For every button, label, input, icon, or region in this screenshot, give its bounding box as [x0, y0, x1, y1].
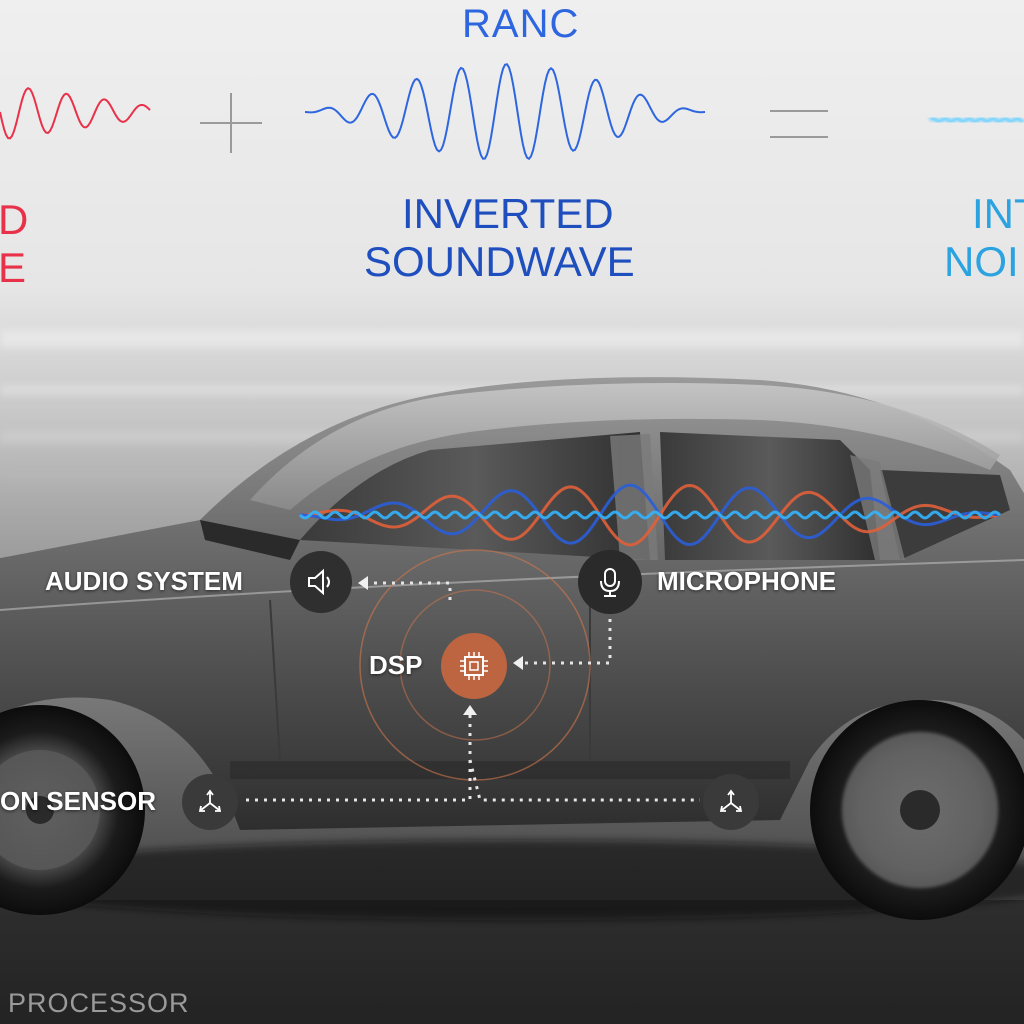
ranc-title: RANC: [462, 2, 580, 46]
chip-icon: [460, 652, 488, 680]
processor-label: PROCESSOR: [8, 988, 190, 1018]
microphone-label: MICROPHONE: [657, 566, 837, 596]
left-partial-line-2: E: [0, 244, 28, 291]
microphone-node: [578, 550, 642, 614]
right-partial-line-2: NOI: [944, 238, 1019, 285]
speaker-icon: [308, 568, 330, 596]
audio-system-node: [290, 551, 352, 613]
dsp-label: DSP: [369, 650, 423, 680]
sensor-label: ON SENSOR: [0, 786, 157, 816]
inverted-line-2: SOUNDWAVE: [364, 238, 635, 285]
sensor-node-right: [703, 774, 759, 830]
inverted-line-1: INVERTED: [402, 190, 614, 237]
audio-system-label: AUDIO SYSTEM: [45, 566, 243, 596]
sensor-icon: [719, 789, 743, 812]
sensor-icon: [198, 789, 222, 812]
right-partial-line-1: INT: [972, 190, 1024, 237]
microphone-icon: [600, 568, 620, 597]
dsp-node: [441, 633, 507, 699]
sensor-node-left: [182, 774, 238, 830]
left-partial-line-1: D: [0, 196, 30, 243]
